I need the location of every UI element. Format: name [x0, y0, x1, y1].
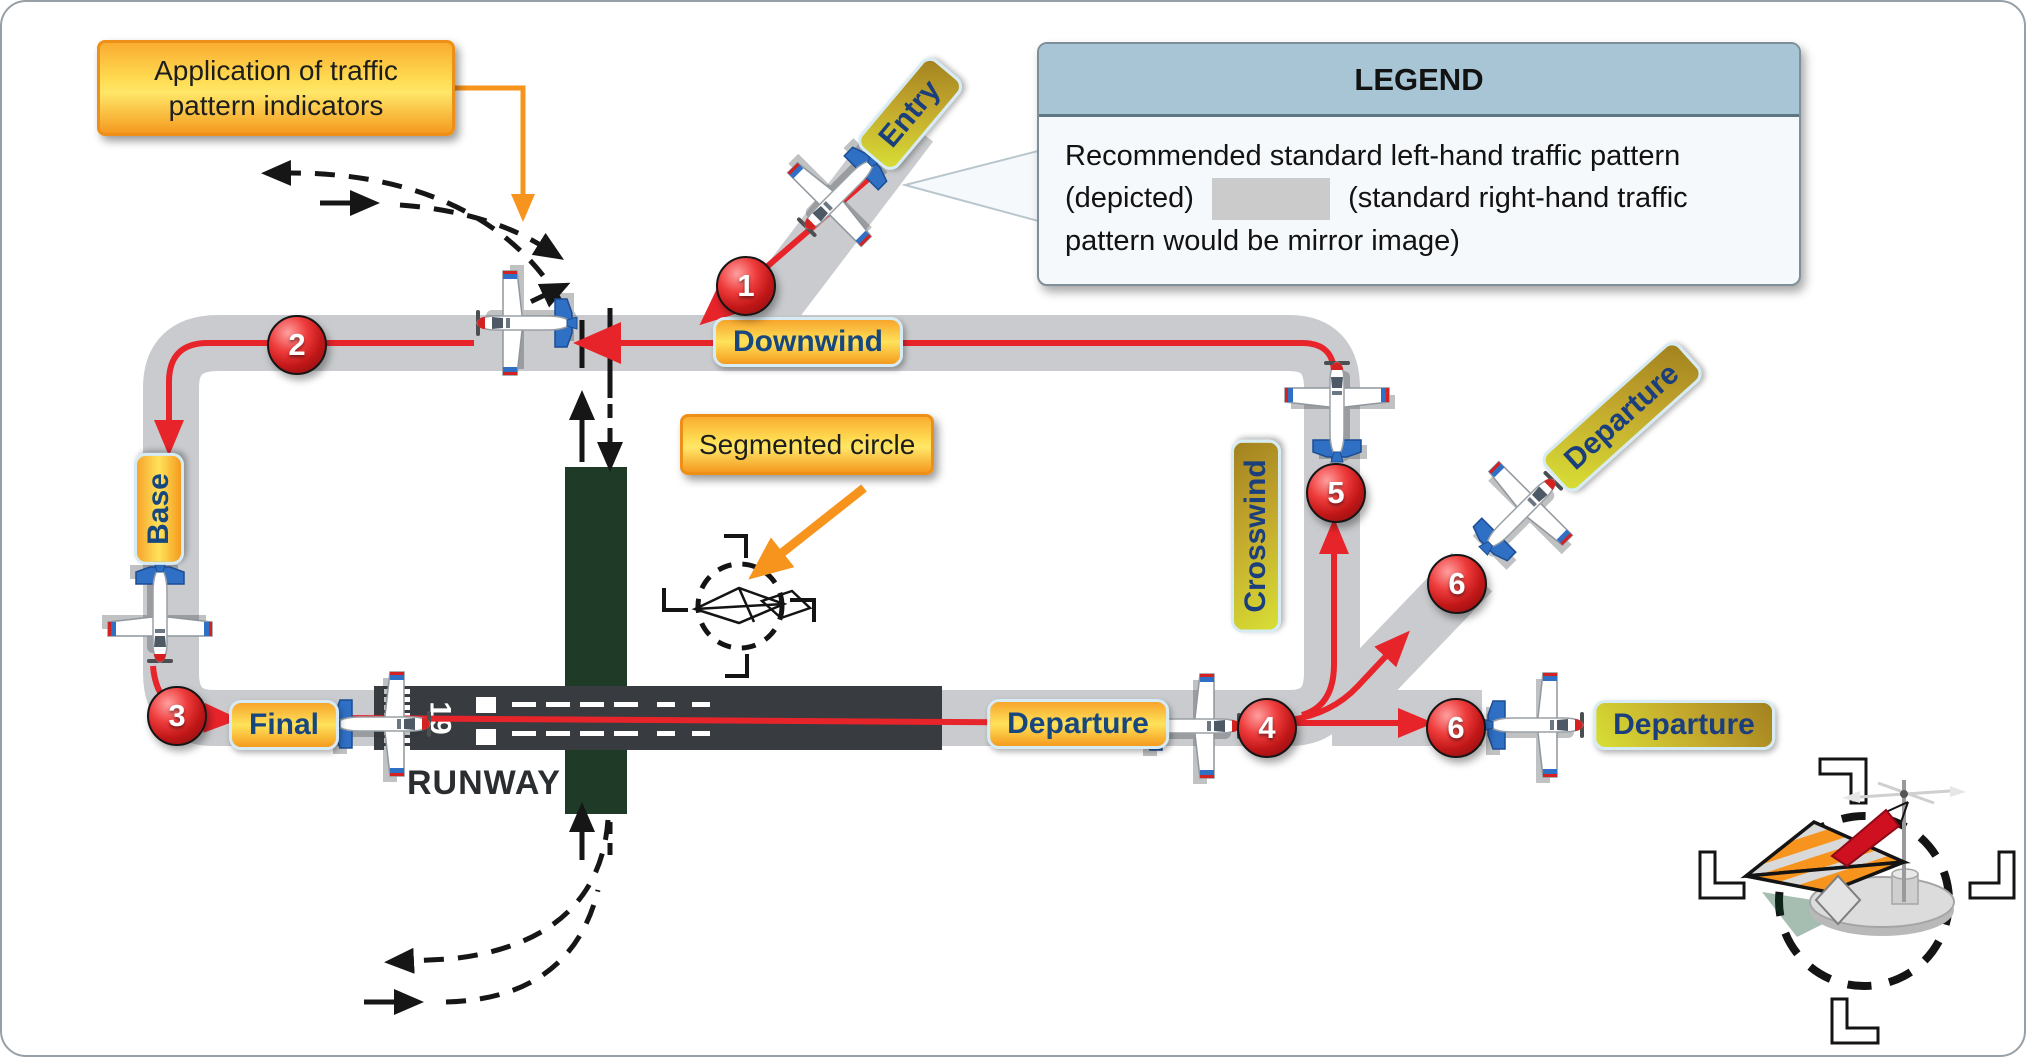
airplane-departure-straight: [1482, 672, 1585, 784]
legend-text: Recommended standard left-hand traffic p…: [1039, 117, 1799, 284]
legend-text-after-swatch: (standard right-hand traffic pattern wou…: [1065, 182, 1688, 258]
marker-diamond: [1814, 874, 1862, 926]
runway-markings: [476, 697, 710, 745]
sequence-marker-6-straight: 6: [1426, 698, 1486, 758]
callout-segmented-circle: Segmented circle: [680, 414, 935, 475]
wind-indicator-display: [1698, 757, 2016, 1045]
track-color-swatch: [1212, 178, 1331, 221]
legend-pointer-tail: [901, 148, 1043, 224]
legend-box: LEGEND Recommended standard left-hand tr…: [1037, 42, 1801, 287]
segmented-circle-symbol: [662, 534, 816, 678]
leg-label-downwind: Downwind: [713, 317, 903, 367]
sequence-marker-1: 1: [716, 256, 776, 316]
leg-label-base: Base: [134, 453, 184, 565]
wind-vane: [1842, 781, 1966, 805]
legend-title: LEGEND: [1039, 44, 1799, 117]
pattern-indicator-l-markers: [1698, 757, 2016, 1045]
sequence-marker-5: 5: [1306, 463, 1366, 523]
crossing-strip: [565, 467, 627, 814]
legend-text-before-swatch: Recommended standard left-hand traffic p…: [1065, 140, 1681, 215]
leg-label-departure-upwind: Departure: [987, 699, 1169, 749]
windsock: [1830, 801, 1909, 868]
airplane-crosswind: [1284, 360, 1396, 463]
sequence-marker-6-diagonal: 6: [1427, 554, 1487, 614]
leg-label-departure-straight: Departure: [1593, 700, 1775, 750]
sequence-marker-3: 3: [147, 686, 207, 746]
sequence-marker-2: 2: [267, 315, 327, 375]
sequence-marker-4: 4: [1237, 698, 1297, 758]
leg-label-final: Final: [228, 700, 340, 750]
callout-connectors: [451, 85, 867, 580]
callout-pattern-indicators: Application of traffic pattern indicator…: [97, 40, 455, 136]
leg-label-crosswind: Crosswind: [1231, 439, 1281, 633]
runway-caption: RUNWAY: [407, 764, 561, 802]
